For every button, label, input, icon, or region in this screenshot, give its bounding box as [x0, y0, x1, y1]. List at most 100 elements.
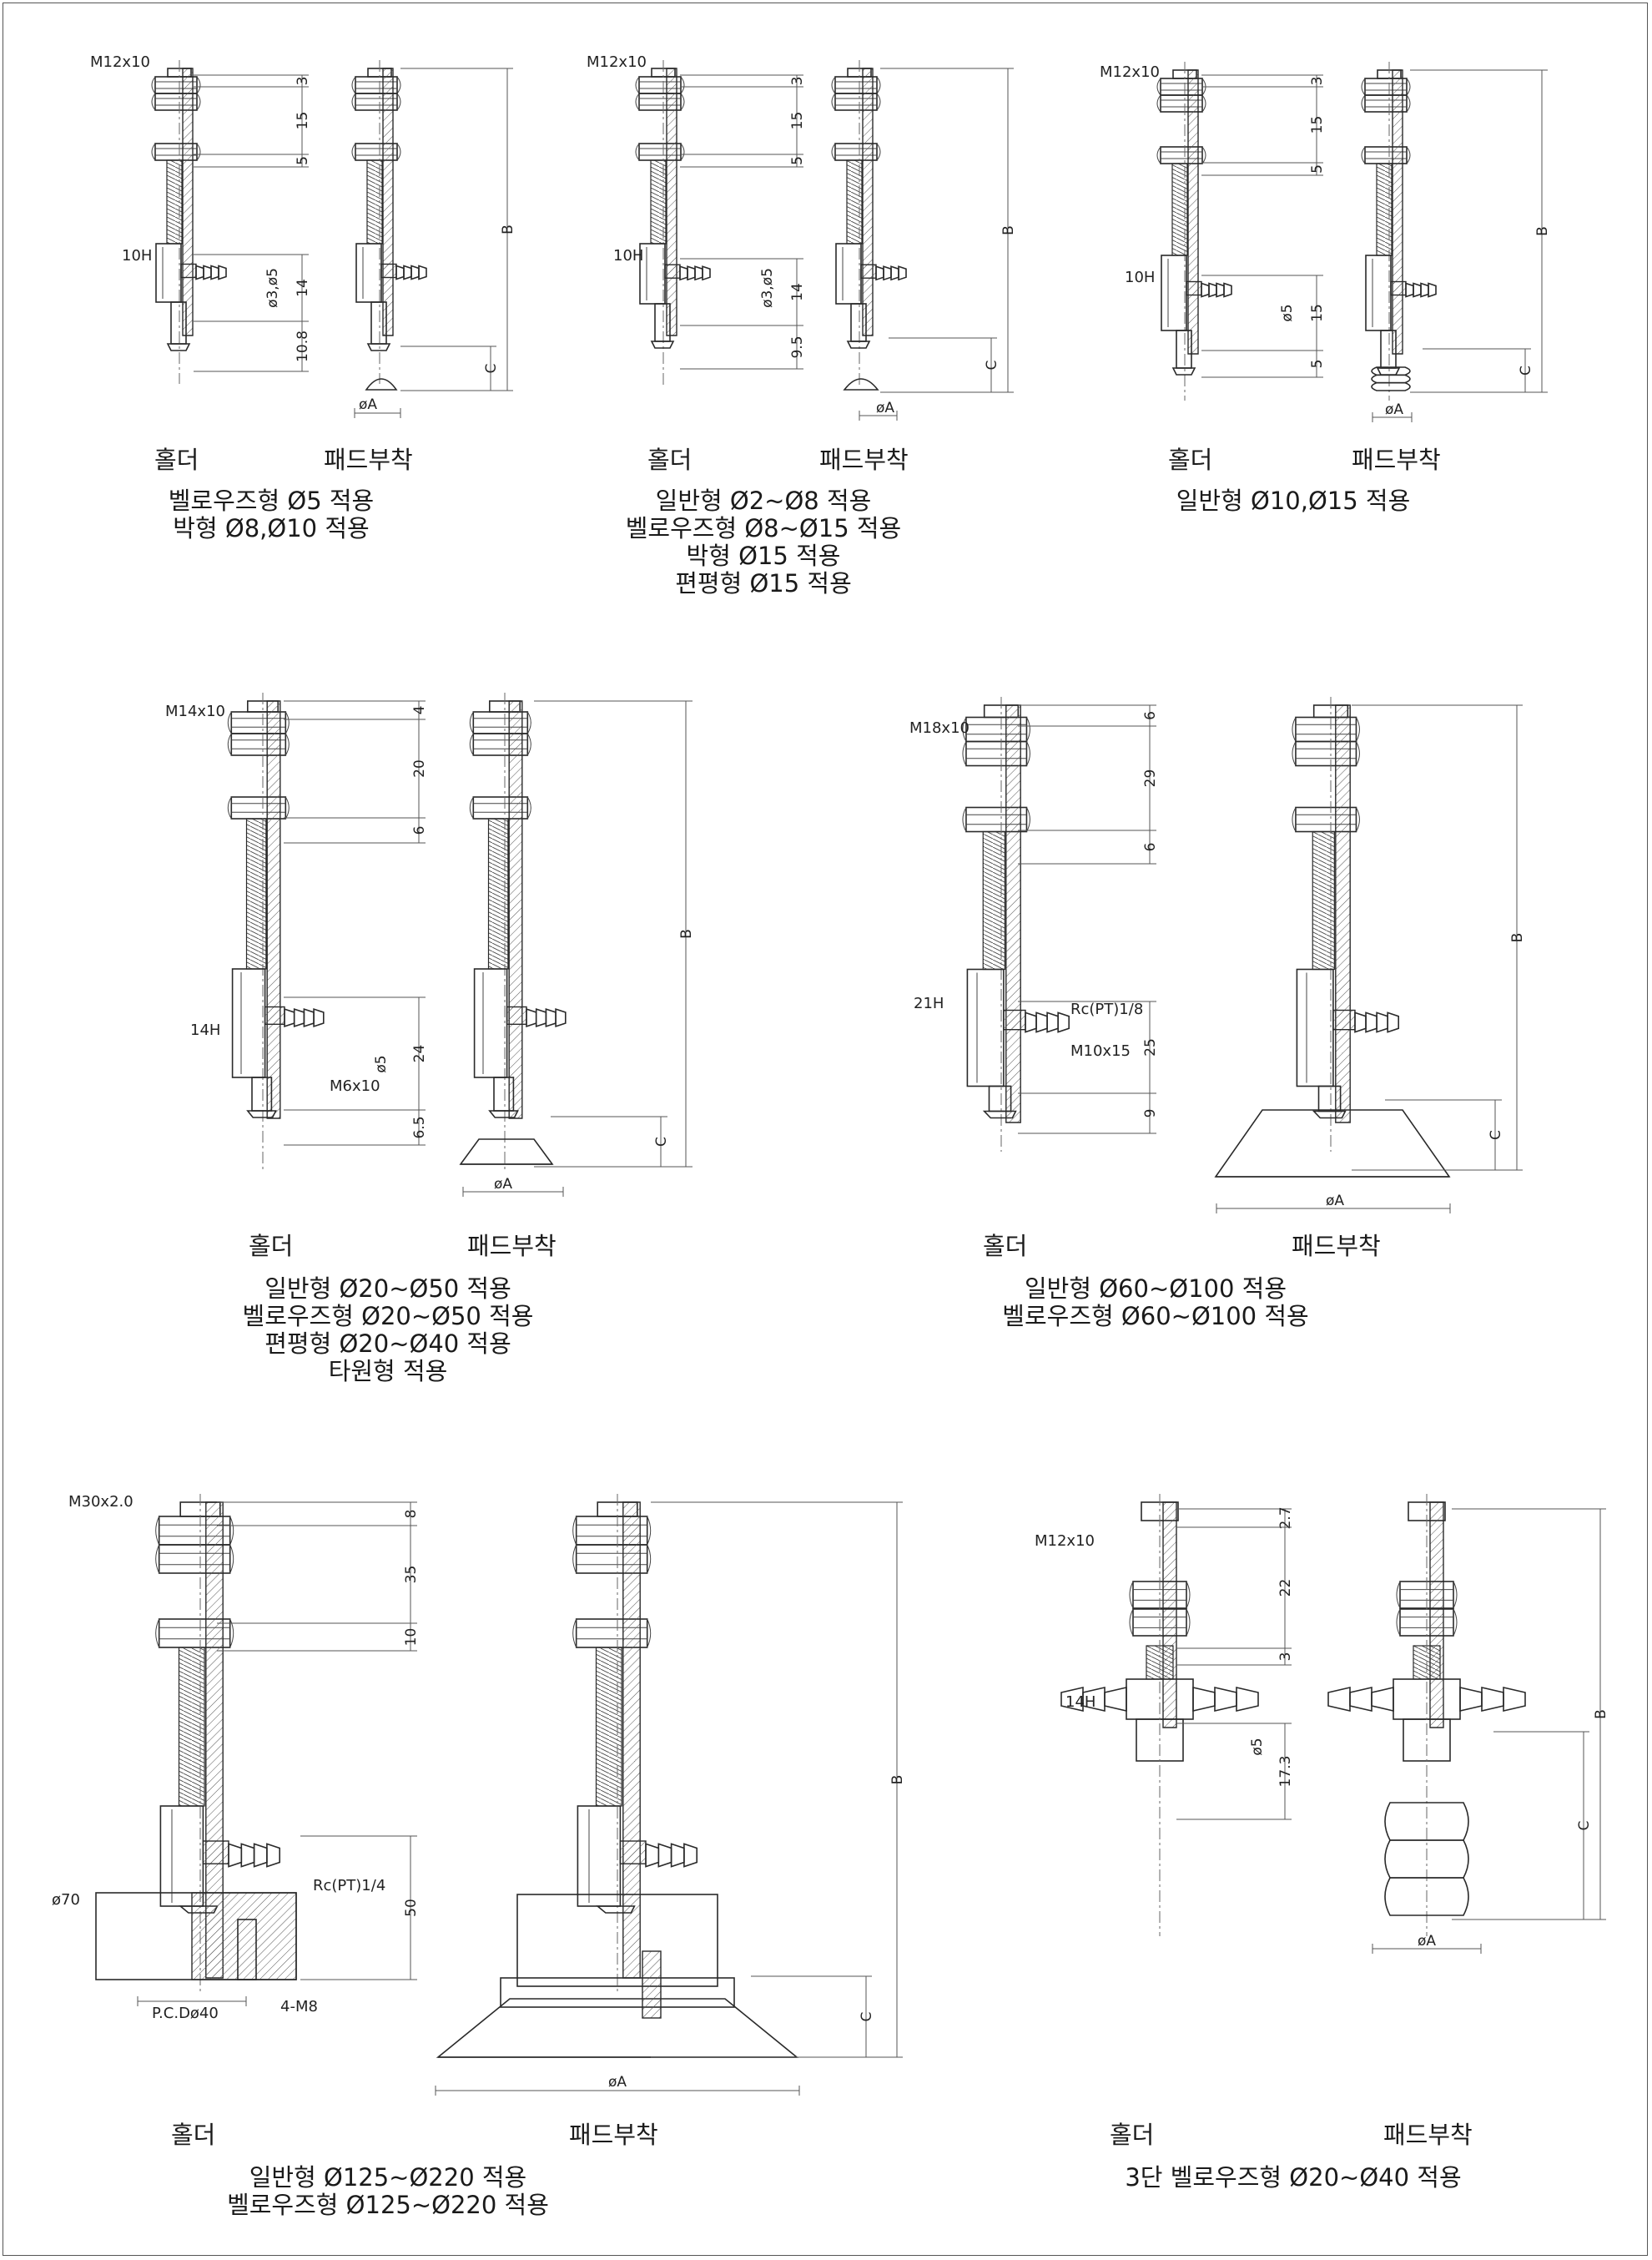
dimension-label: 15 [1309, 304, 1326, 322]
pad-housing [516, 1894, 718, 1987]
dimension-label: B [1509, 933, 1526, 943]
port-label: ø3,ø5 [264, 268, 281, 308]
hex-block [231, 968, 266, 1078]
hex-block [355, 243, 382, 303]
barb [1428, 282, 1437, 298]
hex-nut-chamfer [680, 143, 685, 161]
stem-tip [166, 343, 191, 351]
dimension-label: 14 [789, 283, 806, 301]
hex-nut-chamfer [635, 76, 640, 94]
barb [645, 1843, 660, 1868]
dimension-label: C [1488, 1130, 1504, 1140]
dimension-label: 50 [403, 1899, 420, 1917]
barb [1327, 1686, 1351, 1713]
pad-label: 패드부착 [569, 2121, 658, 2149]
hex-nut-chamfer [285, 733, 290, 756]
dimension-label: 15 [789, 112, 806, 130]
group-caption: 벨로우즈형 Ø5 적용 박형 Ø8,Ø10 적용 [133, 487, 409, 542]
hex-nut-chamfer [1356, 741, 1360, 766]
barb [303, 1007, 315, 1028]
fitting-section [664, 264, 681, 279]
dimension-label: B [500, 224, 516, 235]
body-section [182, 68, 194, 336]
fitting-section [202, 1840, 229, 1864]
body-section [1392, 69, 1403, 355]
barb [1365, 1011, 1378, 1033]
fitting-section [1003, 1009, 1026, 1031]
hex-nut-chamfer [285, 711, 290, 734]
port-callout: Rc(PT)1/8 [1070, 1001, 1143, 1018]
thread-callout: M14x10 [165, 703, 225, 720]
barb [683, 1843, 698, 1868]
hex-block [1161, 255, 1187, 331]
dimension-label: 15 [1309, 116, 1326, 134]
hex-nut [638, 93, 682, 111]
barb [1216, 282, 1225, 298]
body-section [1162, 1501, 1177, 1728]
caption-line: 벨로우즈형 Ø20~Ø50 적용 [242, 1302, 534, 1330]
hex-nut-chamfer [1406, 146, 1411, 164]
barb [284, 1007, 295, 1028]
group-caption: 일반형 Ø20~Ø50 적용 벨로우즈형 Ø20~Ø50 적용 편평형 Ø20~… [234, 1275, 542, 1385]
hex-nut-chamfer [572, 1544, 577, 1574]
barb [1060, 1686, 1084, 1713]
dimension-label: 24 [411, 1045, 428, 1063]
port-label: ø5 [1249, 1738, 1266, 1755]
dimension-label: C [1576, 1821, 1593, 1831]
hex-nut-chamfer [876, 93, 881, 111]
hex-nut-chamfer [831, 93, 836, 111]
barb [418, 265, 427, 280]
hex-nut-chamfer [962, 807, 967, 832]
hex-nut-chamfer [1361, 146, 1366, 164]
thread-callout: M12x10 [587, 53, 647, 71]
stem-tip [246, 1110, 277, 1118]
fitting-section [1332, 1009, 1356, 1031]
hex-callout: 10H [122, 247, 152, 265]
pcd-callout: P.C.Dø40 [152, 2005, 219, 2022]
hex-nut-chamfer [526, 733, 531, 756]
hex-nut [158, 1544, 231, 1574]
caption-line: 타원형 적용 [328, 1357, 448, 1385]
hex-callout: 10H [1125, 269, 1155, 286]
barb [1057, 1011, 1070, 1033]
hex-nut-chamfer [680, 93, 685, 111]
threaded-rod [178, 1647, 205, 1807]
barb [1354, 1011, 1367, 1033]
hex-nut-chamfer [1356, 807, 1360, 832]
barb [410, 265, 420, 280]
fitting-section [619, 1840, 647, 1864]
group-caption: 일반형 Ø2~Ø8 적용 벨로우즈형 Ø8~Ø15 적용 박형 Ø15 적용 편… [617, 487, 909, 598]
body-section [666, 68, 677, 336]
barb [898, 265, 907, 281]
port-callout: Rc(PT)1/4 [313, 1877, 385, 1894]
barb [1405, 282, 1414, 298]
hex-nut-chamfer [396, 76, 401, 94]
hex-callout: 14H [1065, 1693, 1095, 1711]
hex-nut-chamfer [351, 93, 356, 111]
group-caption: 일반형 Ø60~Ø100 적용 벨로우즈형 Ø60~Ø100 적용 [993, 1275, 1318, 1330]
dimension-label: 4 [411, 706, 428, 715]
barb [1104, 1686, 1127, 1713]
dimension-label: 8 [403, 1510, 420, 1519]
hex-nut [1364, 94, 1408, 113]
caption-line: 벨로우즈형 Ø8~Ø15 적용 [625, 514, 902, 542]
dimension-label: 6 [411, 826, 428, 835]
hex-nut-chamfer [572, 1618, 577, 1648]
caption-line: 벨로우즈형 Ø60~Ø100 적용 [1002, 1302, 1309, 1330]
dimension-label: C [1518, 366, 1534, 376]
stem-tip [488, 1110, 519, 1118]
hex-nut-chamfer [1156, 146, 1161, 164]
dimension-label: C [653, 1137, 670, 1147]
hex-nut-chamfer [229, 1544, 234, 1574]
body-section [266, 700, 281, 1119]
holder-label: 홀더 [171, 2121, 216, 2149]
bellows-fold [1371, 381, 1411, 391]
hex-nut-chamfer [396, 143, 401, 161]
barb [1025, 1011, 1037, 1033]
hex-block [159, 1805, 204, 1907]
pad-label: 패드부착 [467, 1232, 557, 1260]
hex-nut-chamfer [196, 143, 201, 161]
fitting-section [1186, 280, 1202, 296]
hex-nut [575, 1544, 648, 1574]
barb [266, 1843, 280, 1868]
